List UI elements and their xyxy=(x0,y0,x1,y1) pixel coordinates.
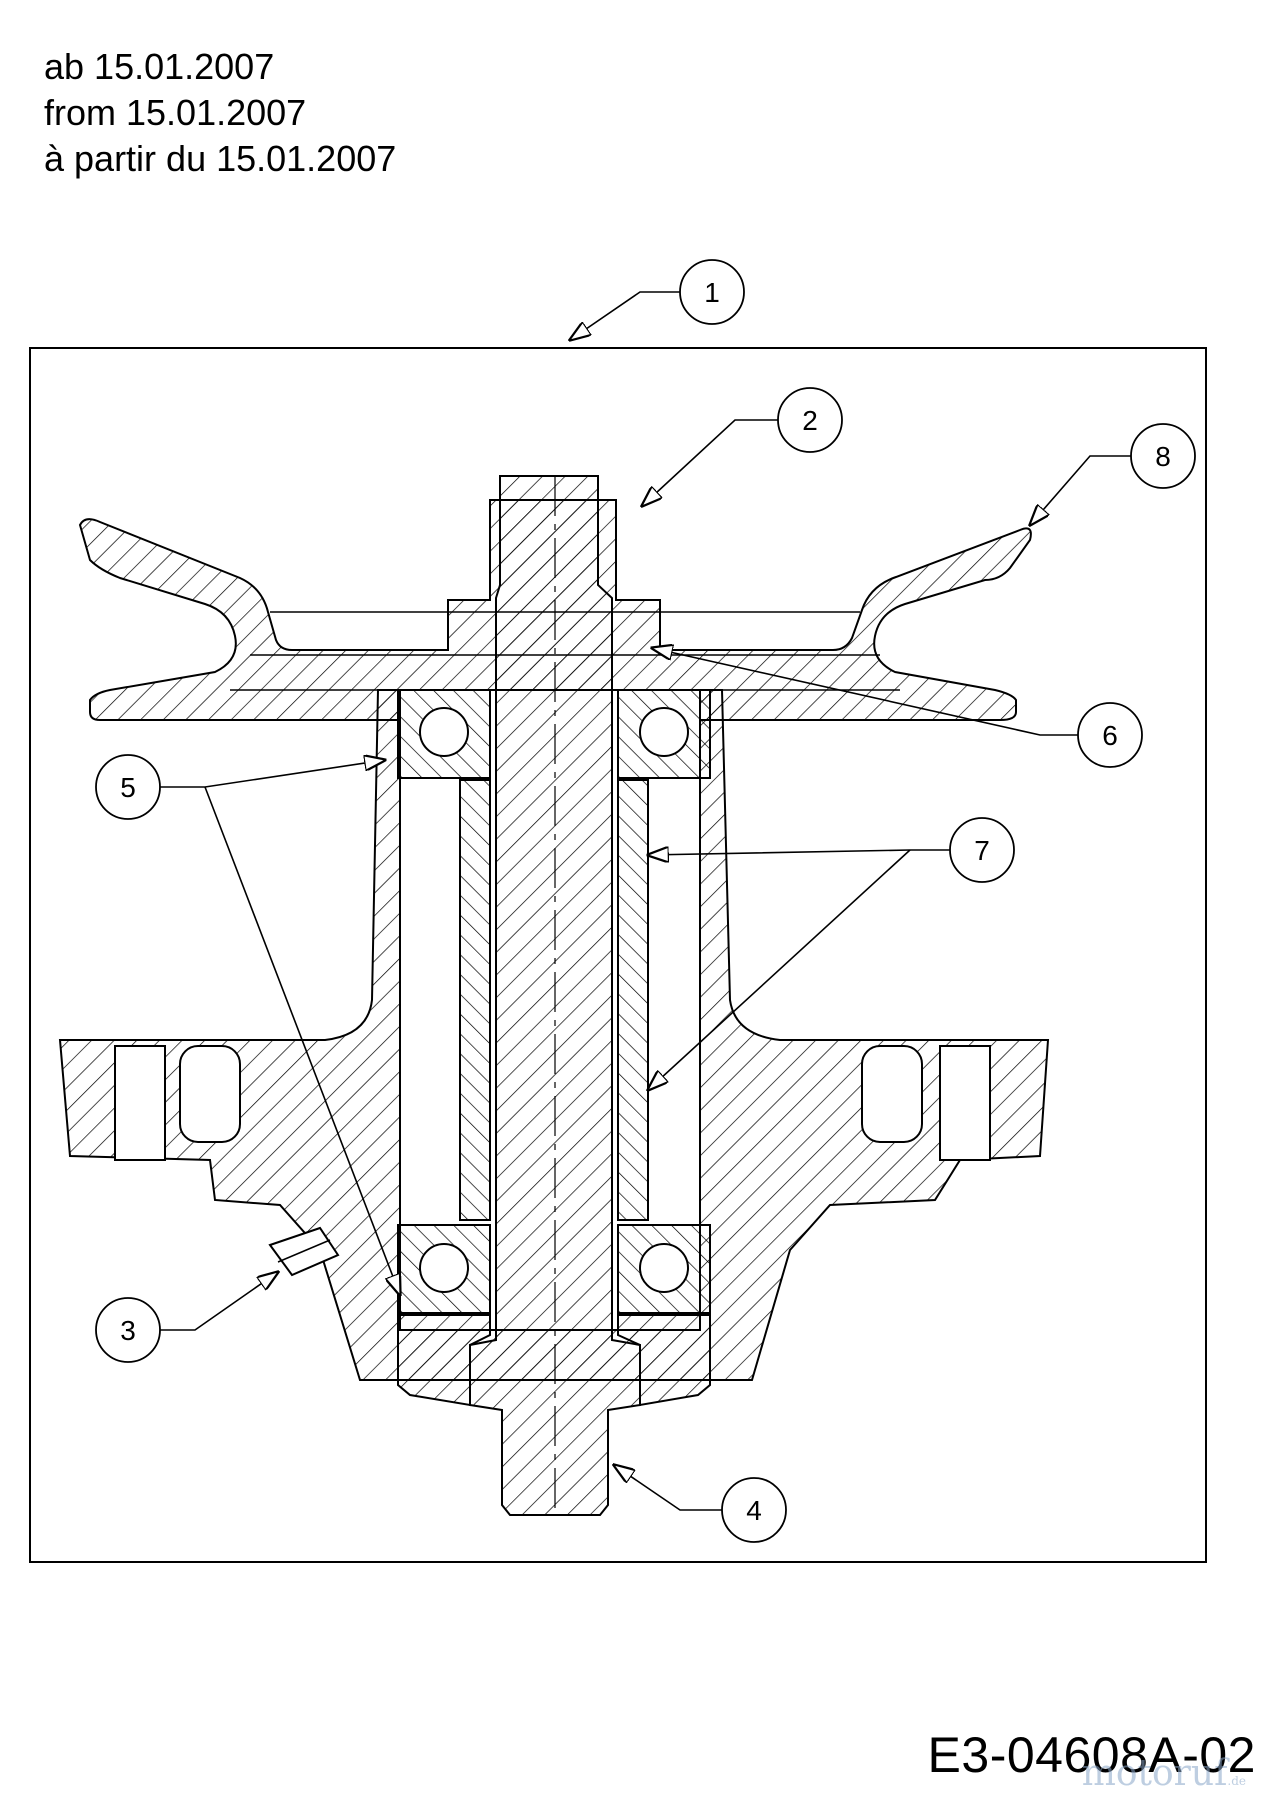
callout-3: 3 xyxy=(95,1297,161,1363)
bearings xyxy=(397,689,711,1314)
callout-7: 7 xyxy=(949,817,1015,883)
drawing-code: E3-04608A-02 xyxy=(927,1727,1256,1783)
lower-hub xyxy=(397,1314,711,1407)
callout-5: 5 xyxy=(95,754,161,820)
watermark: motoruf.de xyxy=(1082,1753,1246,1794)
date-line-en: from 15.01.2007 xyxy=(44,92,307,133)
spacer-tubes xyxy=(459,779,649,1221)
watermark-suffix: .de xyxy=(1227,1774,1246,1788)
assembly-frame xyxy=(29,347,1207,1563)
leader-lines xyxy=(160,291,1135,1511)
watermark-main: motoruf xyxy=(1081,1753,1228,1794)
header-text: ab 15.01.2007 from 15.01.2007 à partir d… xyxy=(44,44,396,182)
svg-text:3: 3 xyxy=(120,1315,136,1346)
date-line-de: ab 15.01.2007 xyxy=(44,46,275,87)
svg-text:6: 6 xyxy=(1102,720,1118,751)
svg-text:2: 2 xyxy=(802,405,818,436)
callout-4: 4 xyxy=(721,1477,787,1543)
callout-8: 8 xyxy=(1130,423,1196,489)
spindle-shaft xyxy=(469,475,641,1516)
svg-text:5: 5 xyxy=(120,772,136,803)
svg-text:1: 1 xyxy=(704,277,720,308)
svg-text:8: 8 xyxy=(1155,441,1171,472)
callout-2: 2 xyxy=(777,387,843,453)
grease-fitting xyxy=(268,1226,340,1277)
callout-6: 6 xyxy=(1077,702,1143,768)
callout-1: 1 xyxy=(679,259,745,325)
svg-text:4: 4 xyxy=(746,1495,762,1526)
svg-text:7: 7 xyxy=(974,835,990,866)
date-line-fr: à partir du 15.01.2007 xyxy=(44,138,397,179)
